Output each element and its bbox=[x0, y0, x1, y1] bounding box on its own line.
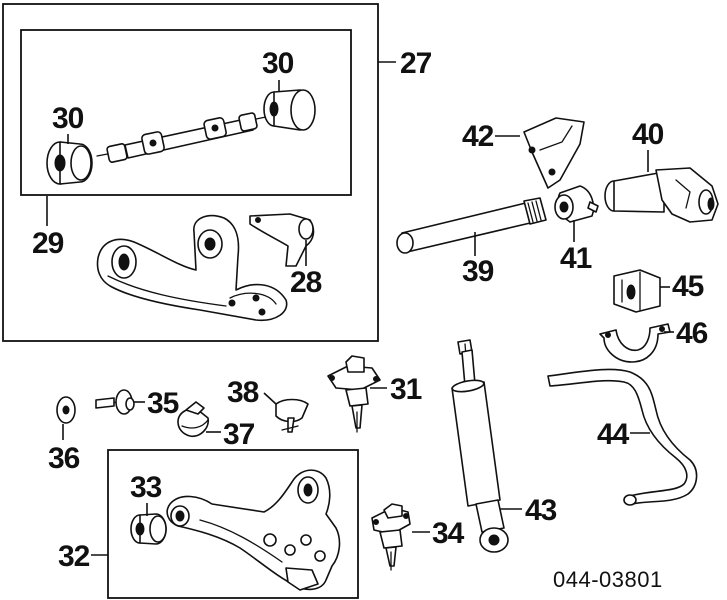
stabilizer-group: 45 46 44 bbox=[547, 269, 709, 506]
callout-42: 42 bbox=[462, 120, 494, 153]
callout-30-right: 30 bbox=[262, 47, 294, 80]
small-parts-row: 36 35 37 38 bbox=[48, 376, 309, 475]
torsion-bar-anchor-arm bbox=[554, 185, 599, 223]
callout-44: 44 bbox=[597, 418, 630, 451]
upper-arm-shaft-kit-frame bbox=[20, 29, 352, 196]
callout-28: 28 bbox=[290, 266, 322, 299]
upper-arm-cross-shaft bbox=[96, 112, 267, 163]
callout-30-left: 30 bbox=[52, 102, 84, 135]
upper-arm-assembly-group: 27 30 30 29 28 bbox=[2, 3, 433, 342]
upper-bushing-left bbox=[46, 141, 93, 185]
upper-control-arm bbox=[96, 214, 288, 322]
torsion-bar bbox=[396, 197, 547, 254]
torsion-bar-bracket bbox=[523, 117, 585, 189]
document-number: 044-03801 bbox=[553, 567, 663, 592]
lower-control-arm bbox=[166, 469, 341, 591]
callout-32: 32 bbox=[58, 540, 90, 573]
callout-31: 31 bbox=[390, 373, 422, 406]
callout-39: 39 bbox=[462, 255, 494, 288]
stabilizer-bar bbox=[547, 368, 698, 506]
stabilizer-bracket bbox=[599, 323, 671, 363]
callout-45: 45 bbox=[672, 270, 704, 303]
lower-arm-group: 33 32 bbox=[58, 449, 359, 599]
stabilizer-bushing bbox=[613, 269, 661, 313]
upper-bushing-right bbox=[263, 89, 316, 131]
callout-33: 33 bbox=[130, 471, 162, 504]
lower-arm-frame bbox=[107, 449, 359, 599]
cam-bolt bbox=[95, 389, 135, 415]
lower-bushing bbox=[130, 513, 167, 545]
callout-43: 43 bbox=[525, 494, 557, 527]
bump-stopper bbox=[177, 401, 210, 438]
shock-absorber: 43 bbox=[451, 339, 558, 553]
lower-ball-joint: 34 bbox=[371, 503, 466, 571]
callout-37: 37 bbox=[223, 418, 255, 451]
callout-35: 35 bbox=[147, 387, 179, 420]
callout-46: 46 bbox=[676, 317, 708, 350]
upper-arm-bracket bbox=[249, 213, 315, 267]
callout-41: 41 bbox=[560, 242, 592, 275]
torsion-bar-arm bbox=[604, 167, 719, 223]
upper-ball-joint: 31 bbox=[327, 355, 423, 433]
upper-arm-outer-frame bbox=[2, 3, 379, 342]
torsion-bar-group: 39 41 42 40 bbox=[396, 117, 719, 288]
callout-38: 38 bbox=[227, 376, 259, 409]
callout-36: 36 bbox=[48, 442, 80, 475]
callout-40: 40 bbox=[632, 118, 664, 151]
washer bbox=[56, 396, 76, 424]
rebound-stopper bbox=[275, 398, 309, 433]
callout-34: 34 bbox=[432, 517, 465, 550]
callout-27: 27 bbox=[400, 47, 432, 80]
callout-29: 29 bbox=[32, 227, 64, 260]
